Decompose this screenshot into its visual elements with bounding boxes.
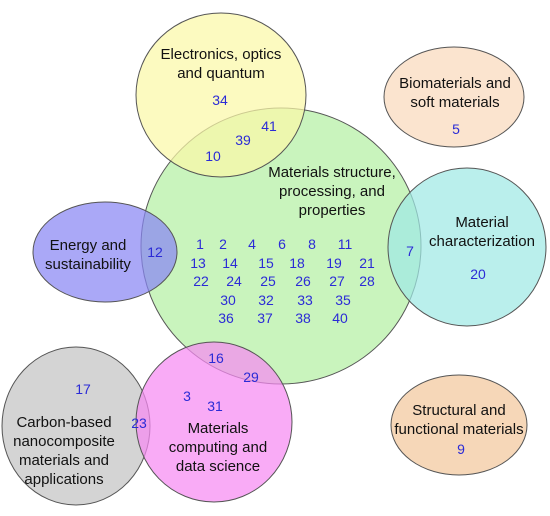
article-number: 19 [326, 255, 342, 271]
label-line: soft materials [410, 94, 500, 111]
article-number: 29 [243, 369, 259, 385]
label-line: materials and [18, 452, 110, 469]
article-number: 1 [196, 236, 204, 252]
label-line: functional materials [394, 421, 524, 438]
label-energy: Energy and sustainability [38, 236, 138, 274]
article-number: 6 [278, 236, 286, 252]
label-line: Biomaterials and [399, 75, 511, 92]
article-number: 37 [257, 310, 273, 326]
circle-structural-functional [390, 374, 528, 476]
article-number: 36 [218, 310, 234, 326]
label-line: Energy and [49, 237, 127, 254]
label-line: Material [455, 214, 509, 231]
article-number: 18 [289, 255, 305, 271]
article-number: 7 [406, 243, 414, 259]
article-number: 32 [258, 292, 274, 308]
circle-materials-computing [135, 341, 293, 503]
article-number: 24 [226, 273, 242, 289]
article-number: 33 [297, 292, 313, 308]
circle-material-characterization [387, 167, 547, 327]
label-line: applications [24, 471, 104, 488]
article-number: 35 [335, 292, 351, 308]
article-number: 8 [308, 236, 316, 252]
label-line: Materials [187, 420, 249, 437]
article-number: 25 [260, 273, 276, 289]
article-number: 5 [452, 121, 460, 137]
article-number: 4 [248, 236, 256, 252]
article-number: 40 [332, 310, 348, 326]
label-line: Electronics, optics [160, 46, 282, 63]
article-number: 30 [220, 292, 236, 308]
article-number: 16 [208, 350, 224, 366]
article-number: 39 [235, 132, 251, 148]
circle-biomaterials [383, 46, 525, 148]
article-number: 2 [219, 236, 227, 252]
article-number: 11 [337, 236, 353, 252]
article-number: 28 [359, 273, 375, 289]
label-line: characterization [429, 233, 535, 250]
article-number: 9 [457, 441, 465, 457]
article-number: 17 [75, 381, 91, 397]
label-main: Materials structure, processing, and pro… [252, 163, 412, 220]
label-line: data science [175, 458, 261, 475]
article-number: 26 [295, 273, 311, 289]
article-number: 12 [147, 244, 163, 260]
label-computing: Materials computing and data science [158, 419, 278, 476]
label-line: Carbon-based [16, 414, 112, 431]
article-number: 13 [190, 255, 206, 271]
label-electronics: Electronics, optics and quantum [136, 45, 306, 83]
article-number: 20 [470, 266, 486, 282]
label-line: sustainability [45, 256, 131, 273]
label-line: processing, and [279, 183, 385, 200]
label-characterization: Material characterization [422, 213, 542, 251]
article-number: 14 [222, 255, 238, 271]
label-structural: Structural and functional materials [386, 401, 532, 439]
article-number: 22 [193, 273, 209, 289]
article-number: 31 [207, 398, 223, 414]
label-line: and quantum [177, 65, 265, 82]
article-number: 3 [183, 388, 191, 404]
article-number: 38 [295, 310, 311, 326]
article-number: 27 [329, 273, 345, 289]
article-number: 21 [359, 255, 375, 271]
article-number: 15 [258, 255, 274, 271]
label-biomaterials: Biomaterials and soft materials [385, 74, 525, 112]
label-line: properties [298, 202, 366, 219]
article-number: 23 [131, 415, 147, 431]
article-number: 41 [261, 118, 277, 134]
label-line: Materials structure, [268, 164, 396, 181]
article-number: 34 [212, 92, 228, 108]
label-carbon: Carbon-based nanocomposite materials and… [10, 413, 118, 489]
label-line: Structural and [412, 402, 506, 419]
circle-energy-sustainability [32, 201, 178, 303]
circle-electronics-optics-quantum [135, 12, 307, 178]
article-number: 10 [205, 148, 221, 164]
label-line: nanocomposite [13, 433, 115, 450]
label-line: computing and [168, 439, 268, 456]
